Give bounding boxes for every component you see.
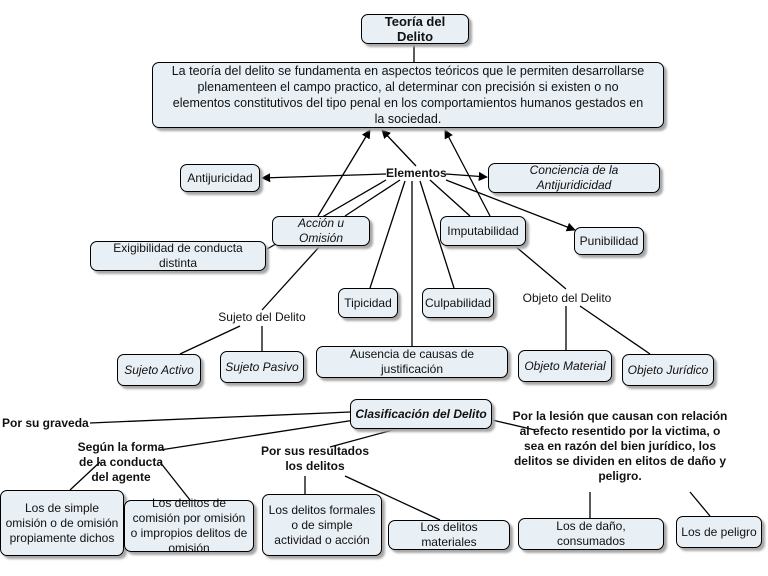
objeto-juridico-node: Objeto Jurídico <box>622 354 714 386</box>
forma-label: Según la forma de la conducta del agente <box>77 440 165 484</box>
simple-omision-text: Los de simple omisión o de omisión propi… <box>5 500 119 545</box>
clasificacion-node: Clasificación del Delito <box>350 399 492 429</box>
ausencia-text: Ausencia de causas de justificación <box>349 347 475 376</box>
link-clasificacion-gravedad <box>89 411 351 424</box>
peligro-node: Los de peligro <box>676 516 762 548</box>
formales-text: Los delitos formales o de simple activid… <box>268 502 376 547</box>
comision-omision-node: Los delitos de comisión por omisión o im… <box>124 496 254 555</box>
objeto-label: Objeto del Delito <box>522 291 612 305</box>
culpabilidad-text: Culpabilidad <box>424 295 492 310</box>
link-imputabilidad-intro <box>444 129 491 217</box>
link-sujeto-activo <box>179 325 241 355</box>
imputabilidad-text: Imputabilidad <box>447 223 519 238</box>
antijuricidad-text: Antijuricidad <box>187 170 253 185</box>
title-text: Teoría del Delito <box>384 14 446 44</box>
resultados-label: Por sus resultados los delitos <box>260 444 370 473</box>
materiales-text: Los delitos materiales <box>420 520 478 549</box>
intro-text: La teoría del delito se fundamenta en as… <box>171 64 645 126</box>
sujeto-activo-node: Sujeto Activo <box>117 354 201 386</box>
link-accion-sujeto <box>261 245 321 311</box>
dano-text: Los de daño, consumados <box>556 519 626 548</box>
link-elementos-imputabilidad <box>429 179 471 217</box>
title-node: Teoría del Delito <box>361 14 469 44</box>
link-clasificacion-resultados <box>329 427 401 448</box>
peligro-text: Los de peligro <box>681 524 757 539</box>
link-clasificacion-lesion <box>491 419 536 431</box>
link-lesion-peligro <box>689 491 711 517</box>
link-forma-simple <box>69 461 101 491</box>
accion-text: Acción u Omisión <box>297 216 345 245</box>
objeto-juridico-text: Objeto Jurídico <box>627 362 709 377</box>
sujeto-activo-text: Sujeto Activo <box>124 362 194 377</box>
intro-node: La teoría del delito se fundamenta en as… <box>152 62 664 128</box>
exigibilidad-node: Exigibilidad de conducta distinta <box>90 241 266 271</box>
elementos-label: Elementos <box>386 166 447 180</box>
link-forma-comision <box>159 461 191 501</box>
link-elementos-punibilidad <box>445 179 576 232</box>
conciencia-node: Conciencia de la Antijuridicidad <box>488 163 660 193</box>
punibilidad-node: Punibilidad <box>574 227 644 255</box>
link-elementos-intro <box>381 129 417 167</box>
clasificacion-text: Clasificación del Delito <box>355 406 487 421</box>
objeto-material-node: Objeto Material <box>518 350 612 382</box>
link-elementos-accion <box>344 179 401 217</box>
sujeto-pasivo-text: Sujeto Pasivo <box>225 359 299 374</box>
link-accion-intro <box>317 129 371 217</box>
link-clasificacion-forma <box>159 419 356 451</box>
materiales-node: Los delitos materiales <box>388 520 510 550</box>
accion-node: Acción u Omisión <box>272 216 370 246</box>
dano-node: Los de daño, consumados <box>518 518 664 550</box>
link-resultados-materiales <box>344 475 441 521</box>
exigibilidad-text: Exigibilidad de conducta distinta <box>113 241 243 270</box>
culpabilidad-node: Culpabilidad <box>422 288 494 318</box>
conciencia-text: Conciencia de la Antijuridicidad <box>529 163 619 192</box>
tipicidad-text: Tipicidad <box>344 295 392 310</box>
simple-omision-node: Los de simple omisión o de omisión propi… <box>0 490 124 556</box>
formales-node: Los delitos formales o de simple activid… <box>262 494 382 556</box>
punibilidad-text: Punibilidad <box>579 233 639 248</box>
comision-omision-text: Los delitos de comisión por omisión o im… <box>130 496 248 555</box>
objeto-material-text: Objeto Material <box>524 358 606 373</box>
tipicidad-node: Tipicidad <box>338 288 398 318</box>
imputabilidad-node: Imputabilidad <box>440 216 526 246</box>
sujeto-pasivo-node: Sujeto Pasivo <box>220 351 304 383</box>
ausencia-node: Ausencia de causas de justificación <box>316 346 508 378</box>
link-elementos-tipicidad <box>369 180 406 289</box>
link-elementos-antijuricidad <box>261 173 387 183</box>
link-objeto-juridico <box>579 305 651 355</box>
link-elementos-conciencia <box>445 171 488 181</box>
sujeto-label: Sujeto del Delito <box>218 310 306 324</box>
gravedad-label: Por su graveda <box>2 416 89 430</box>
link-imputabilidad-objeto <box>514 245 567 290</box>
lesion-label: Por la lesión que causan con relación al… <box>512 409 728 483</box>
link-elementos-culpabilidad <box>419 180 455 289</box>
antijuricidad-node: Antijuricidad <box>180 164 260 192</box>
